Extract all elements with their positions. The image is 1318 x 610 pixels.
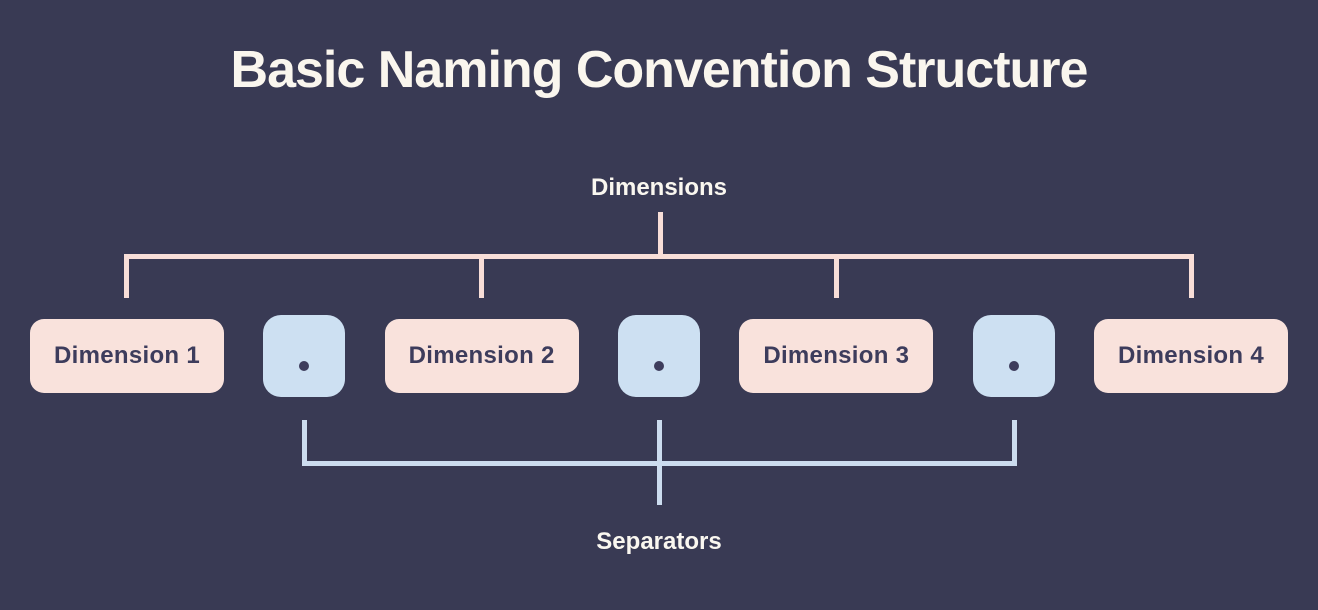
dimensions-connector-rail xyxy=(124,254,1194,259)
dimension-2-box: Dimension 2 xyxy=(384,319,579,393)
dimension-1-box: Dimension 1 xyxy=(30,319,224,393)
diagram-title: Basic Naming Convention Structure xyxy=(230,41,1089,99)
dimension-3-box: Dimension 3 xyxy=(739,319,934,393)
dimension-3-label: Dimension 3 xyxy=(763,342,910,369)
boxes-row: Dimension 1 Dimension 2 Dimension 3 Dime… xyxy=(30,315,1288,397)
separators-connector-stem-2 xyxy=(657,420,662,461)
dimensions-connector-drop-1 xyxy=(124,259,129,298)
dimensions-connector-drop-4 xyxy=(1189,259,1194,298)
separator-2-box xyxy=(617,315,700,397)
separators-connector-tail xyxy=(657,466,662,505)
separators-connector-stem-1 xyxy=(302,420,307,461)
separators-connector-rail xyxy=(302,461,1017,466)
separator-1-box xyxy=(263,315,346,397)
dimension-1-label: Dimension 1 xyxy=(54,342,200,369)
dot-icon xyxy=(299,361,310,371)
dimension-4-box: Dimension 4 xyxy=(1093,319,1288,393)
dimensions-connector-stem xyxy=(658,212,663,259)
dimension-2-label: Dimension 2 xyxy=(408,342,555,369)
separators-connector-stem-3 xyxy=(1012,420,1017,461)
dimensions-connector-drop-3 xyxy=(834,259,839,298)
dot-icon xyxy=(1008,361,1019,371)
separators-label: Separators xyxy=(596,528,722,555)
dimension-4-label: Dimension 4 xyxy=(1117,342,1264,369)
dimensions-connector-drop-2 xyxy=(479,259,484,298)
dimensions-label: Dimensions xyxy=(590,174,728,201)
separator-3-box xyxy=(972,315,1055,397)
dot-icon xyxy=(653,361,664,371)
